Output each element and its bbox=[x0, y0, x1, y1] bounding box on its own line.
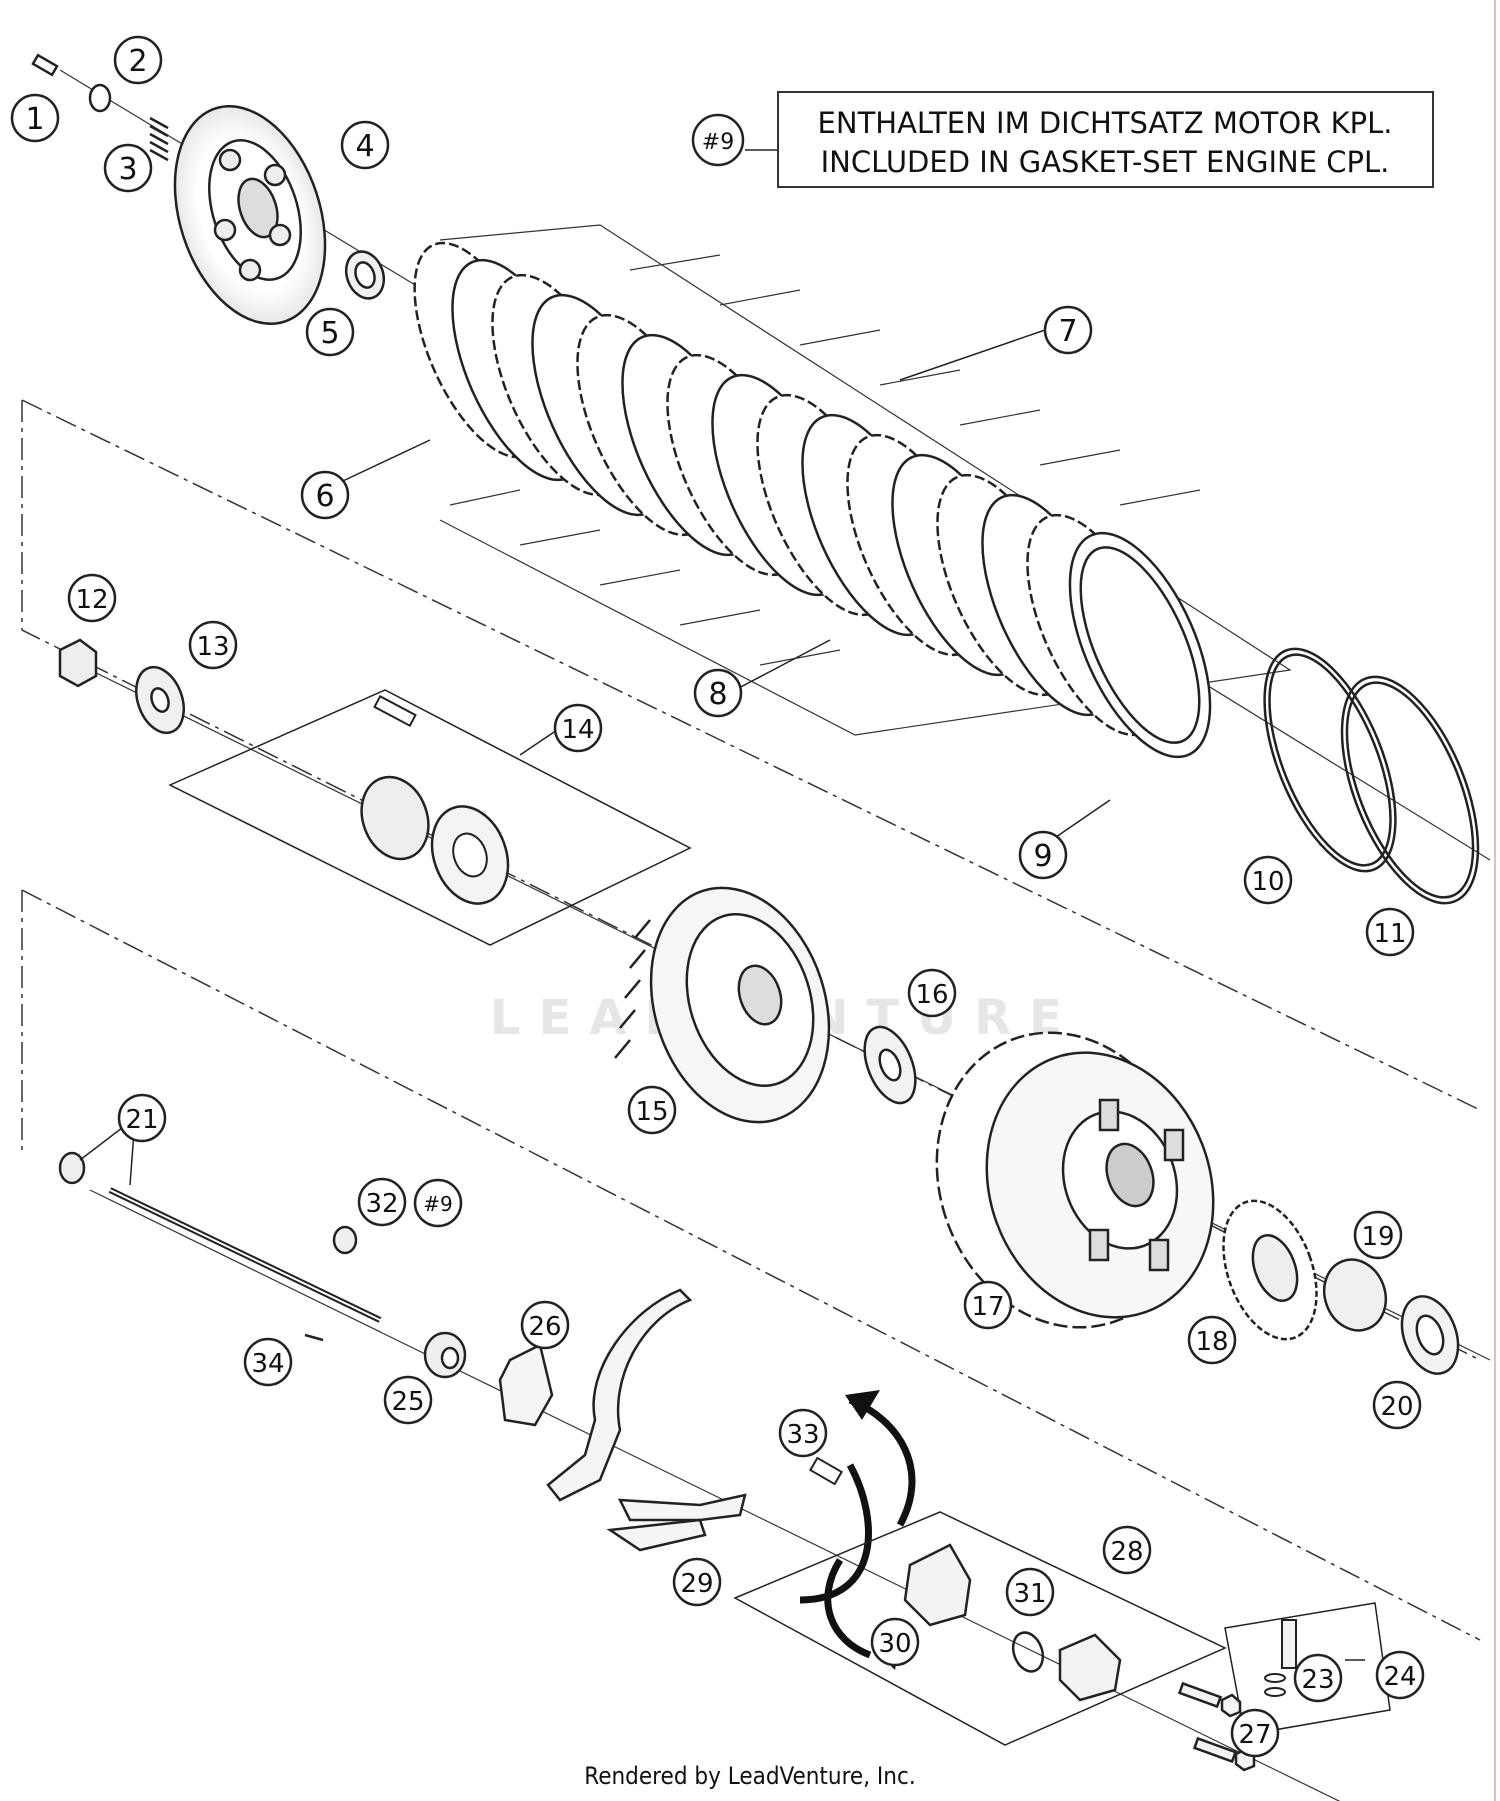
callout-ref-9: #9 bbox=[413, 1178, 463, 1228]
plate-stack-box bbox=[439, 224, 1292, 736]
callout-23: 23 bbox=[1293, 1653, 1343, 1703]
callout-24: 24 bbox=[1375, 1650, 1425, 1700]
svg-text:18: 18 bbox=[1195, 1327, 1228, 1357]
callout-8: 8 bbox=[693, 668, 743, 718]
callout-33: 33 bbox=[778, 1408, 828, 1458]
svg-text:32: 32 bbox=[365, 1189, 398, 1219]
svg-text:29: 29 bbox=[680, 1569, 713, 1599]
note-line-2: INCLUDED IN GASKET-SET ENGINE CPL. bbox=[821, 145, 1390, 179]
callout-32: 32 bbox=[357, 1177, 407, 1227]
callout-34: 34 bbox=[243, 1337, 293, 1387]
svg-text:28: 28 bbox=[1110, 1537, 1143, 1567]
callout-31: 31 bbox=[1005, 1567, 1055, 1617]
release-lever bbox=[498, 1288, 747, 1552]
svg-text:16: 16 bbox=[915, 980, 948, 1010]
callout-16: 16 bbox=[907, 968, 957, 1018]
callout-27: 27 bbox=[1230, 1708, 1280, 1758]
callout-15: 15 bbox=[627, 1085, 677, 1135]
thrust-washer bbox=[863, 1025, 917, 1105]
callout-5: 5 bbox=[305, 307, 355, 357]
svg-text:8: 8 bbox=[708, 677, 727, 712]
pushrod-group bbox=[58, 1151, 467, 1379]
svg-text:25: 25 bbox=[391, 1387, 424, 1417]
outer-clutch-basket bbox=[935, 1031, 1215, 1329]
o-rings bbox=[1263, 647, 1480, 905]
part-14-group bbox=[168, 689, 692, 946]
part-28-group bbox=[733, 1456, 1227, 1746]
callout-9: 9 bbox=[1018, 830, 1068, 880]
gear-bearing-washer bbox=[1222, 1199, 1460, 1375]
assembly-guide-lines bbox=[21, 399, 1481, 1641]
callout-21: 21 bbox=[117, 1093, 167, 1143]
svg-text:34: 34 bbox=[251, 1349, 284, 1379]
note-line-1: ENTHALTEN IM DICHTSATZ MOTOR KPL. bbox=[818, 106, 1393, 140]
callout-17: 17 bbox=[963, 1280, 1013, 1330]
callout-20: 20 bbox=[1372, 1380, 1422, 1430]
svg-text:5: 5 bbox=[320, 316, 339, 351]
callout-4: 4 bbox=[340, 120, 390, 170]
svg-text:33: 33 bbox=[786, 1420, 819, 1450]
svg-text:6: 6 bbox=[315, 479, 334, 514]
part-callouts: 1 2 3 4 5 6 7 8 9 10 11 12 13 14 15 16 1… bbox=[10, 35, 1425, 1758]
svg-text:17: 17 bbox=[971, 1292, 1004, 1322]
callout-14: 14 bbox=[553, 703, 603, 753]
svg-text:4: 4 bbox=[355, 129, 374, 164]
callout-2: 2 bbox=[113, 35, 163, 85]
svg-text:23: 23 bbox=[1301, 1665, 1334, 1695]
svg-text:14: 14 bbox=[561, 715, 594, 745]
svg-text:27: 27 bbox=[1238, 1720, 1271, 1750]
pressure-plate-group bbox=[31, 53, 386, 325]
callout-6: 6 bbox=[300, 470, 350, 520]
callout-1: 1 bbox=[10, 93, 60, 143]
page-edge-line bbox=[1494, 0, 1496, 1801]
callout-18: 18 bbox=[1187, 1315, 1237, 1365]
svg-text:15: 15 bbox=[635, 1097, 668, 1127]
callout-12: 12 bbox=[67, 573, 117, 623]
callout-3: 3 bbox=[103, 143, 153, 193]
svg-text:2: 2 bbox=[128, 44, 147, 79]
note-ref-tag: #9 bbox=[702, 130, 734, 155]
callout-30: 30 bbox=[870, 1617, 920, 1667]
svg-text:9: 9 bbox=[1033, 839, 1052, 874]
callout-28: 28 bbox=[1102, 1525, 1152, 1575]
svg-text:24: 24 bbox=[1383, 1662, 1416, 1692]
bolts-27 bbox=[1177, 1681, 1256, 1772]
callout-10: 10 bbox=[1243, 855, 1293, 905]
callout-29: 29 bbox=[672, 1557, 722, 1607]
svg-text:26: 26 bbox=[528, 1312, 561, 1342]
svg-text:10: 10 bbox=[1251, 867, 1284, 897]
svg-text:7: 7 bbox=[1058, 314, 1077, 349]
svg-text:21: 21 bbox=[125, 1105, 158, 1135]
svg-text:31: 31 bbox=[1013, 1579, 1046, 1609]
nut-washer bbox=[58, 638, 185, 735]
svg-text:#9: #9 bbox=[423, 1192, 452, 1216]
svg-text:11: 11 bbox=[1373, 919, 1406, 949]
callout-11: 11 bbox=[1365, 907, 1415, 957]
arrow-head-top bbox=[845, 1390, 880, 1420]
svg-text:12: 12 bbox=[75, 585, 108, 615]
svg-text:19: 19 bbox=[1361, 1222, 1394, 1252]
svg-text:20: 20 bbox=[1380, 1392, 1413, 1422]
inner-clutch-hub bbox=[614, 886, 831, 1124]
callout-19: 19 bbox=[1353, 1210, 1403, 1260]
svg-text:1: 1 bbox=[25, 102, 44, 137]
svg-text:3: 3 bbox=[118, 152, 137, 187]
svg-text:13: 13 bbox=[196, 632, 229, 662]
footer-credit: Rendered by LeadVenture, Inc. bbox=[584, 1762, 916, 1790]
callout-25: 25 bbox=[383, 1375, 433, 1425]
callout-7: 7 bbox=[1043, 305, 1093, 355]
callout-13: 13 bbox=[188, 620, 238, 670]
gasket-set-note: ENTHALTEN IM DICHTSATZ MOTOR KPL. INCLUD… bbox=[691, 91, 1434, 188]
svg-text:30: 30 bbox=[878, 1629, 911, 1659]
clutch-plates bbox=[413, 241, 1212, 759]
callout-26: 26 bbox=[520, 1300, 570, 1350]
